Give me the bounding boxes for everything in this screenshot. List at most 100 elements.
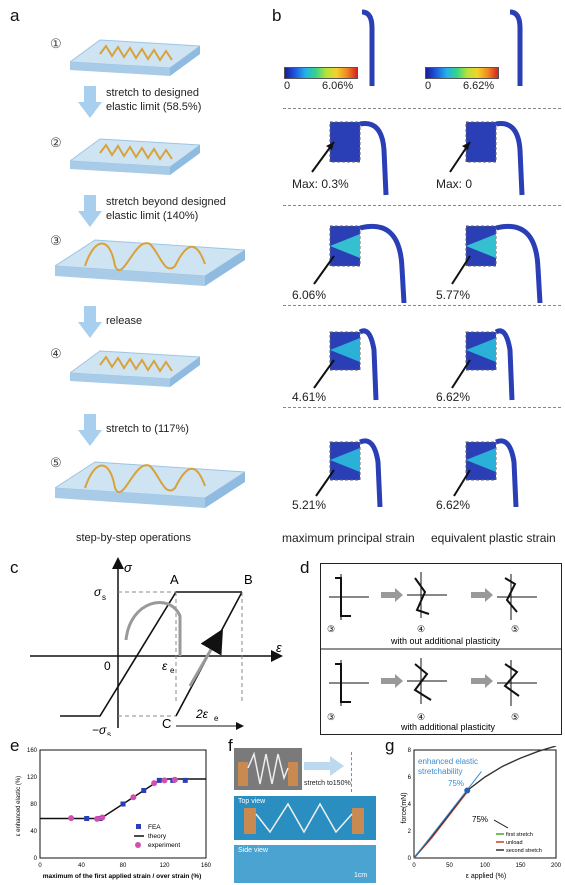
e-legend-fea-marker [136,824,141,829]
panel-b-caption-right: equivalent plastic strain [431,531,556,545]
c-eps-e: ε [162,659,168,673]
panel-c-stress-strain: σ ε 0 σ s −σ s A B C ε e 2ε e [30,557,283,736]
step-5-label: ⑤ [50,455,62,470]
panel-d-box: ③ ④ ⑤ ③ ④ ⑤ with out additional plastici… [320,563,562,735]
row-3-left-value: 4.61% [292,390,327,404]
arrow-text-2a: stretch beyond designed [106,196,226,208]
g-x-tick-label: 50 [446,863,453,869]
fea-row-3 [313,328,515,401]
arrow-text-4: stretch to (117%) [106,423,189,435]
f-top-view-label: Top view [238,798,266,805]
fea-row-4 [315,438,519,507]
c-sigma-s-sub: s [102,593,106,602]
c-two-eps-e: 2ε [195,707,209,721]
g-y-tick-label: 4 [408,802,412,808]
f-dash-marker [351,752,352,792]
beam-undeformed-left [361,9,375,86]
panel-b-caption-left: maximum principal strain [282,531,415,545]
e-ylabel: ε enhanced elastic (%) [16,776,22,836]
arrow-down-icon [78,195,102,227]
e-experiment-point [130,794,137,801]
row-separator [283,108,561,109]
f-scale-label: 1cm [354,872,368,879]
e-y-tick-label: 160 [27,748,38,754]
c-y-axis-label: σ [124,560,133,575]
slab-step-4 [70,350,200,387]
step-1-label: ① [50,36,62,51]
g-y-tick-label: 0 [408,856,412,862]
g-75-marker [464,787,471,794]
panel-d-diagrams: ③ ④ ⑤ ③ ④ ⑤ with out additional plastici… [321,572,561,732]
row-separator [283,305,561,306]
g-pct-blue: 75% [448,779,464,788]
row-1-left-value: Max: 0.3% [292,177,349,191]
step-3-label: ③ [50,233,62,248]
slab-step-2 [70,138,200,175]
g-ylabel: force(mN) [401,792,408,823]
c-point-b: B [244,572,253,587]
c-eps-e-sub: e [170,666,175,675]
g-annotation-line2: stretchability [418,767,462,776]
g-x-tick-label: 100 [480,863,491,869]
d-step-3-top: ③ [327,624,335,634]
f-top-view-photo [234,796,376,840]
e-experiment-point [161,777,168,784]
d-step-3-bottom: ③ [327,712,335,722]
fea-row-2 [313,224,543,303]
e-fea-point [84,816,90,822]
colorbar-left [284,67,358,79]
row-2-left-value: 6.06% [292,288,327,302]
slab-step-5 [55,461,245,508]
e-legend-experiment-marker [135,842,141,848]
d-bottom-label: with additional plasticity [400,722,496,732]
c-point-c: C [162,716,171,731]
e-x-tick-label: 160 [201,863,212,869]
e-fea-point [156,777,162,783]
colorbar-right [425,67,499,79]
arrow-down-icon [78,414,102,446]
slab-step-3 [55,239,245,286]
panel-label-a: a [10,6,20,25]
row-4-right-value: 6.62% [436,498,471,512]
e-experiment-point [151,780,158,787]
fea-row-1 [311,121,525,196]
row-separator [283,205,561,206]
colorbar-left-min: 0 [284,80,291,92]
g-y-tick-label: 2 [408,829,412,835]
c-neg-sigma-s-sub: s [107,730,111,736]
panel-label-f: f [228,736,233,755]
row-2-right-value: 5.77% [436,288,471,302]
c-sigma-s: σ [94,585,102,599]
e-legend-fea: FEA [148,824,161,831]
g-elastic-fit-line [413,771,482,859]
e-y-tick-label: 40 [30,829,37,835]
e-fea-point [141,788,147,793]
c-origin: 0 [104,659,111,673]
e-plot-frame [39,749,207,859]
arrow-text-2b: elastic limit (140%) [106,210,199,222]
panel-label-c: c [10,558,19,577]
e-fea-point [120,801,126,807]
row-separator [283,407,561,408]
e-xlabel: maximum of the first applied strain / ov… [43,873,202,880]
g-second-stretch-line [413,746,557,859]
colorbar-right-min: 0 [425,80,432,92]
arrow-down-icon [78,86,102,118]
e-y-tick-label: 80 [30,802,37,808]
e-experiment-point [94,815,101,822]
right-arrow-icon [304,756,344,776]
d-step-5-top: ⑤ [511,624,519,634]
step-4-label: ④ [50,346,62,361]
g-legend-first: first stretch [506,832,533,838]
d-step-4-top: ④ [417,624,425,634]
e-experiment-point [68,815,75,822]
arrow-down-icon [78,306,102,338]
e-fea-point [182,777,188,783]
g-pointer [493,819,509,829]
f-stretch-label: stretch to150% [304,780,351,787]
e-x-tick-label: 0 [38,863,42,869]
g-plot-frame [413,749,557,859]
slab-step-1 [70,39,200,76]
g-annotation-line1: enhanced elastic [418,757,478,766]
c-x-axis-label: ε [276,640,282,655]
